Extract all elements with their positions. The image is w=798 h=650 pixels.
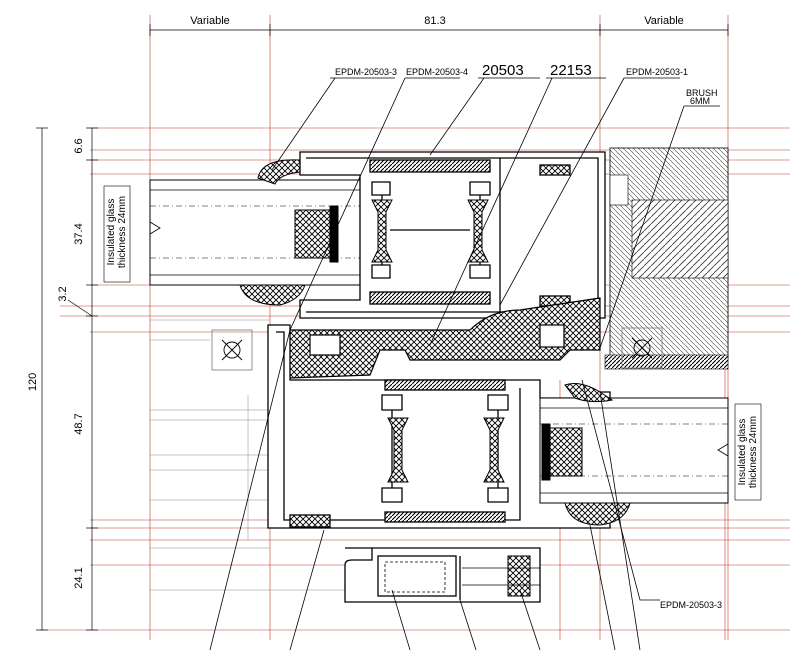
glass-pane-right [539,397,729,504]
glass-right-label-1: Insulated glass [737,419,748,486]
label-profile-20503: 20503 [482,62,524,79]
label-brush-size: 6MM [690,96,710,106]
gasket-right-top [564,383,614,403]
leader-lines [209,77,720,650]
gasket-bottom-left [239,284,306,306]
glass-left-label-2: thickness 24mm [117,196,128,268]
glass-right-label-2: thickness 24mm [748,416,759,488]
label-profile-22153: 22153 [550,62,592,79]
screw-symbol-left [211,329,253,371]
thermal-strut-upper [371,199,489,263]
interlock-profile [279,297,601,379]
dim-left-3-2: 3.2 [57,286,69,301]
wall-section [604,147,729,370]
glass-pane-left [149,179,361,286]
glass-left-label-1: Insulated glass [106,199,117,266]
dim-left-48-7: 48.7 [73,413,85,434]
label-epdm-20503-1: EPDM-20503-1 [626,67,688,77]
upper-sash-profile [299,151,606,319]
label-epdm-20503-4: EPDM-20503-4 [406,67,468,77]
label-epdm-20503-3-top: EPDM-20503-3 [335,67,397,77]
thermal-strut-lower [387,417,505,483]
dim-left-6-6: 6.6 [73,138,85,153]
dim-left-24-1: 24.1 [73,567,85,588]
screw-symbol-right [621,327,663,369]
gasket-right-bottom [564,502,631,526]
dim-top-left: Variable [190,15,230,27]
top-dimension [149,24,729,36]
label-epdm-20503-3-bottom: EPDM-20503-3 [660,600,722,610]
dim-left-37-4: 37.4 [73,223,85,244]
dim-left-120: 120 [27,373,39,391]
dim-top-right: Variable [644,15,684,27]
label-brush: BRUSH [686,88,718,98]
bottom-track-profile [344,547,541,603]
left-dimensions [36,127,98,631]
dim-top-middle: 81.3 [424,15,445,27]
